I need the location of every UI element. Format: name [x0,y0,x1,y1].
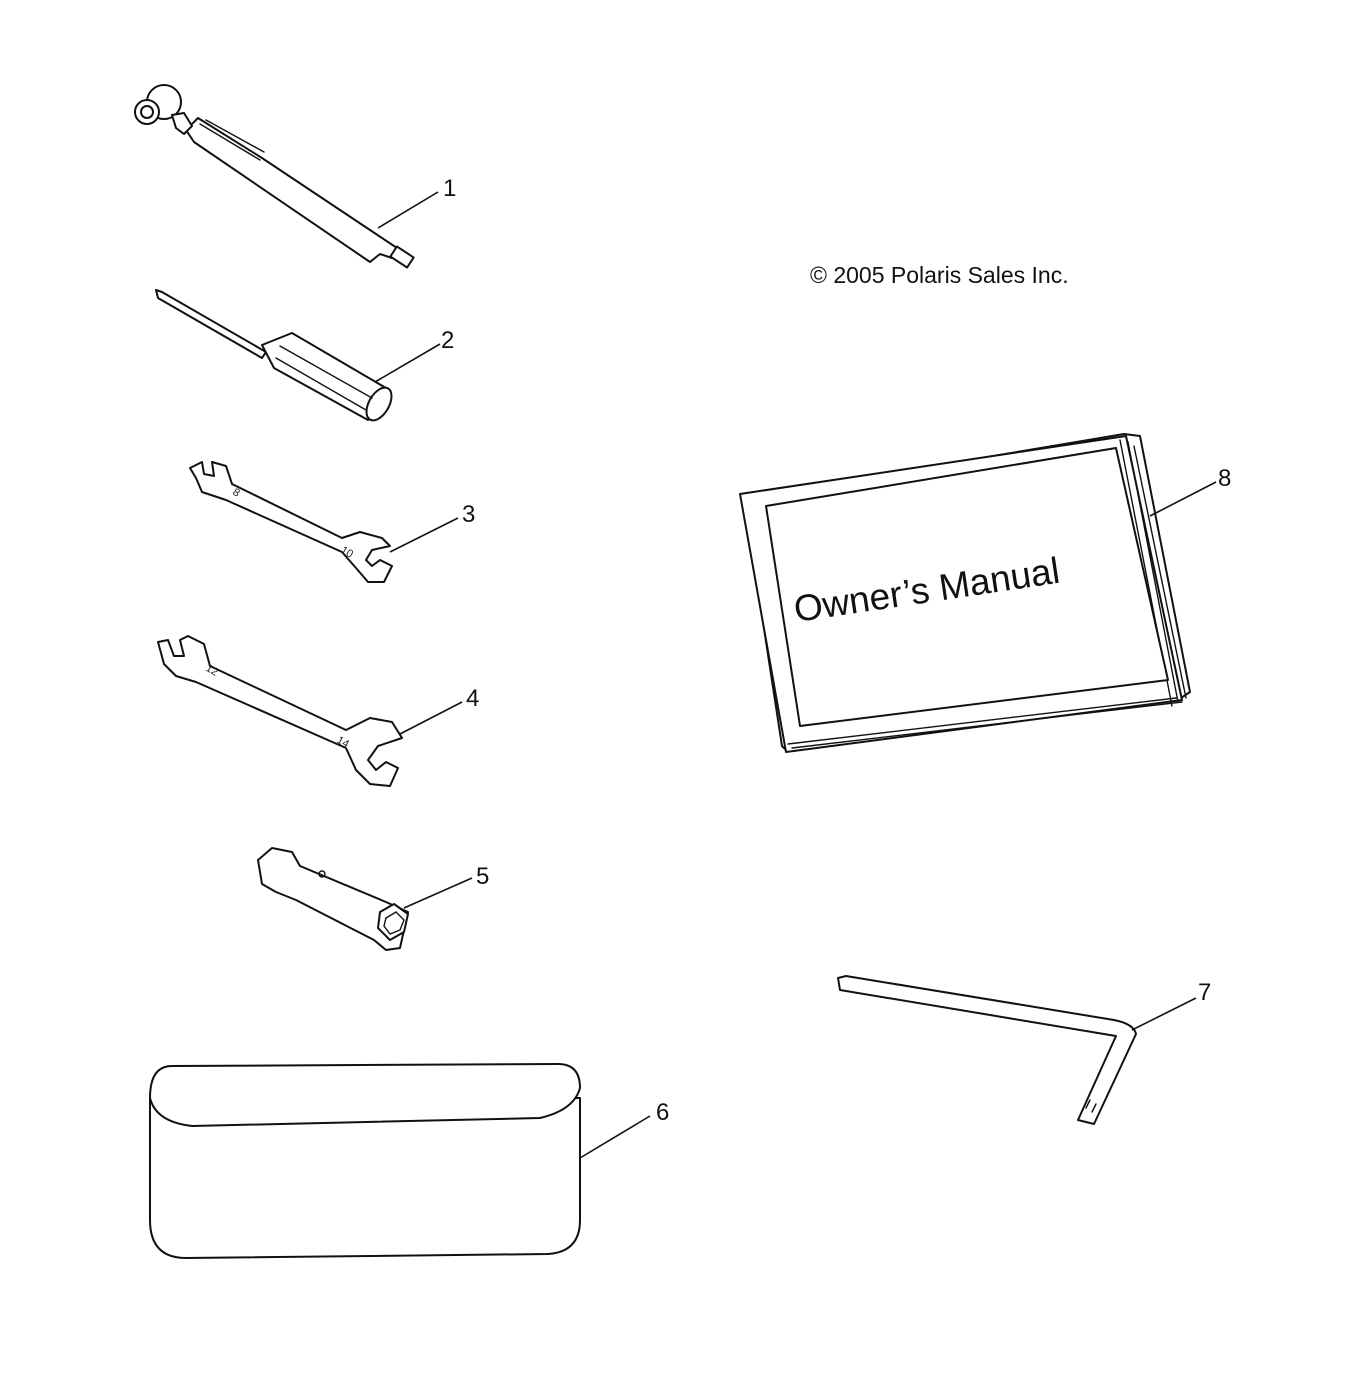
callout-leader-6 [579,1115,651,1159]
wrench-stamp-14: 14 [335,734,352,751]
callout-5: 5 [476,863,489,890]
callout-leader-4 [399,701,463,735]
tire-pressure-gauge-icon [134,84,415,269]
callout-6: 6 [656,1099,669,1126]
callout-leader-3 [389,517,459,553]
owners-manual-icon: Owner’s Manual [739,433,1191,753]
wrench-stamp-12: 12 [204,662,221,679]
callout-1: 1 [443,175,456,202]
callout-leader-7 [1131,997,1197,1031]
hex-key-icon [837,975,1137,1125]
callout-4: 4 [466,685,479,712]
callout-leader-8 [1149,481,1217,517]
copyright-text: © 2005 Polaris Sales Inc. [810,262,1069,288]
callout-leader-5 [403,877,473,909]
open-end-wrench-12-14-icon: 12 14 [157,635,403,787]
callout-leader-2 [374,343,441,383]
spark-plug-socket-wrench-icon [257,847,409,951]
callout-leader-1 [377,191,439,229]
open-end-wrench-8-10-icon: 8 10 [189,461,393,583]
callout-7: 7 [1198,979,1211,1006]
tool-pouch-icon [149,1063,581,1259]
callout-2: 2 [441,327,454,354]
callout-3: 3 [462,501,475,528]
callout-8: 8 [1218,465,1231,492]
wrench-stamp-8: 8 [231,486,242,499]
wrench-stamp-10: 10 [339,544,356,561]
screwdriver-icon [155,289,393,422]
